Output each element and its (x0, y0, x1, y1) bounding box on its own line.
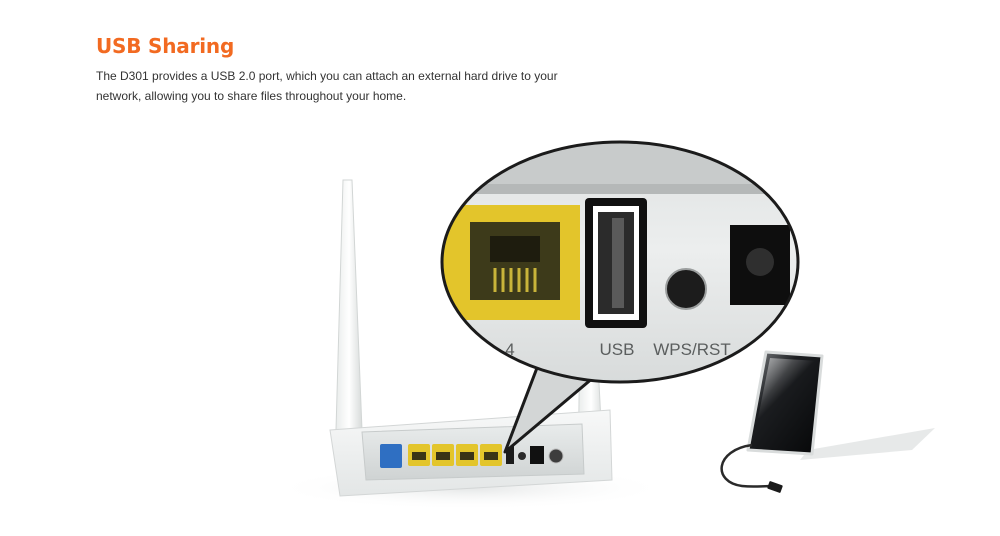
router-body (329, 409, 613, 497)
section-title: USB Sharing (96, 34, 235, 58)
external-hard-drive (720, 350, 935, 493)
wps-port-label: WPS/RST (653, 340, 730, 359)
wan-port-icon (380, 444, 402, 468)
wps-button-small-icon (518, 452, 526, 460)
lan-port-label: 4 (505, 340, 514, 359)
power-button-icon (548, 448, 564, 464)
usb-port-zoom-icon (585, 198, 647, 328)
section-description: The D301 provides a USB 2.0 port, which … (96, 69, 558, 103)
power-jack-icon (530, 446, 544, 464)
usb-port-label: USB (600, 340, 635, 359)
zoom-callout: 4 USB WPS/RST (440, 140, 800, 384)
lan-ports (408, 444, 502, 466)
wps-button-zoom-icon (665, 268, 707, 310)
usb-port-small-icon (506, 446, 514, 464)
